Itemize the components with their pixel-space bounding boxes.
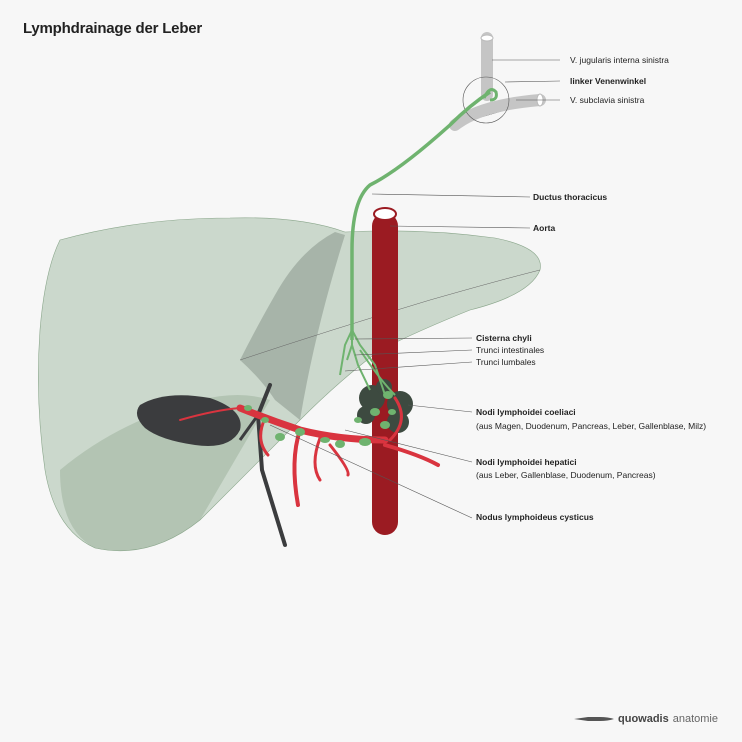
page-title: Lymphdrainage der Leber <box>23 20 203 37</box>
label-coeliaci: Nodi lymphoidei coeliaci <box>476 407 576 417</box>
brand-name-light: anatomie <box>672 713 718 725</box>
label-v-jugularis: V. jugularis interna sinistra <box>570 55 669 65</box>
label-coeliaci-sub: (aus Magen, Duodenum, Pancreas, Leber, G… <box>476 421 706 431</box>
label-cysticus: Nodus lymphoideus cysticus <box>476 512 594 522</box>
label-ductus: Ductus thoracicus <box>533 192 607 202</box>
liver-ridge <box>239 269 541 361</box>
hepatic-duct <box>238 414 260 441</box>
gallbladder <box>136 395 241 446</box>
label-trunci-int: Trunci intestinales <box>476 345 544 355</box>
label-hepatici: Nodi lymphoidei hepatici <box>476 457 577 467</box>
label-hepatici-sub: (aus Leber, Gallenblase, Duodenum, Pancr… <box>476 470 656 480</box>
aorta <box>372 213 398 535</box>
venous-angle-loop <box>482 88 498 102</box>
label-aorta: Aorta <box>533 223 555 233</box>
label-cisterna: Cisterna chyli <box>476 333 532 343</box>
liver-fold <box>240 232 345 420</box>
brand-logo: quowadis anatomie <box>574 713 718 725</box>
ductus-thoracicus <box>350 90 491 340</box>
leader-lines <box>269 59 561 519</box>
label-venenwinkel: linker Venenwinkel <box>570 76 646 86</box>
aorta-opening <box>373 207 397 221</box>
brand-name-bold: quowadis <box>618 713 669 725</box>
label-trunci-lumb: Trunci lumbales <box>476 357 536 367</box>
veins <box>449 32 546 131</box>
scalpel-icon <box>574 717 614 721</box>
lymph-nodes <box>244 391 396 448</box>
label-v-subclavia: V. subclavia sinistra <box>570 95 645 105</box>
